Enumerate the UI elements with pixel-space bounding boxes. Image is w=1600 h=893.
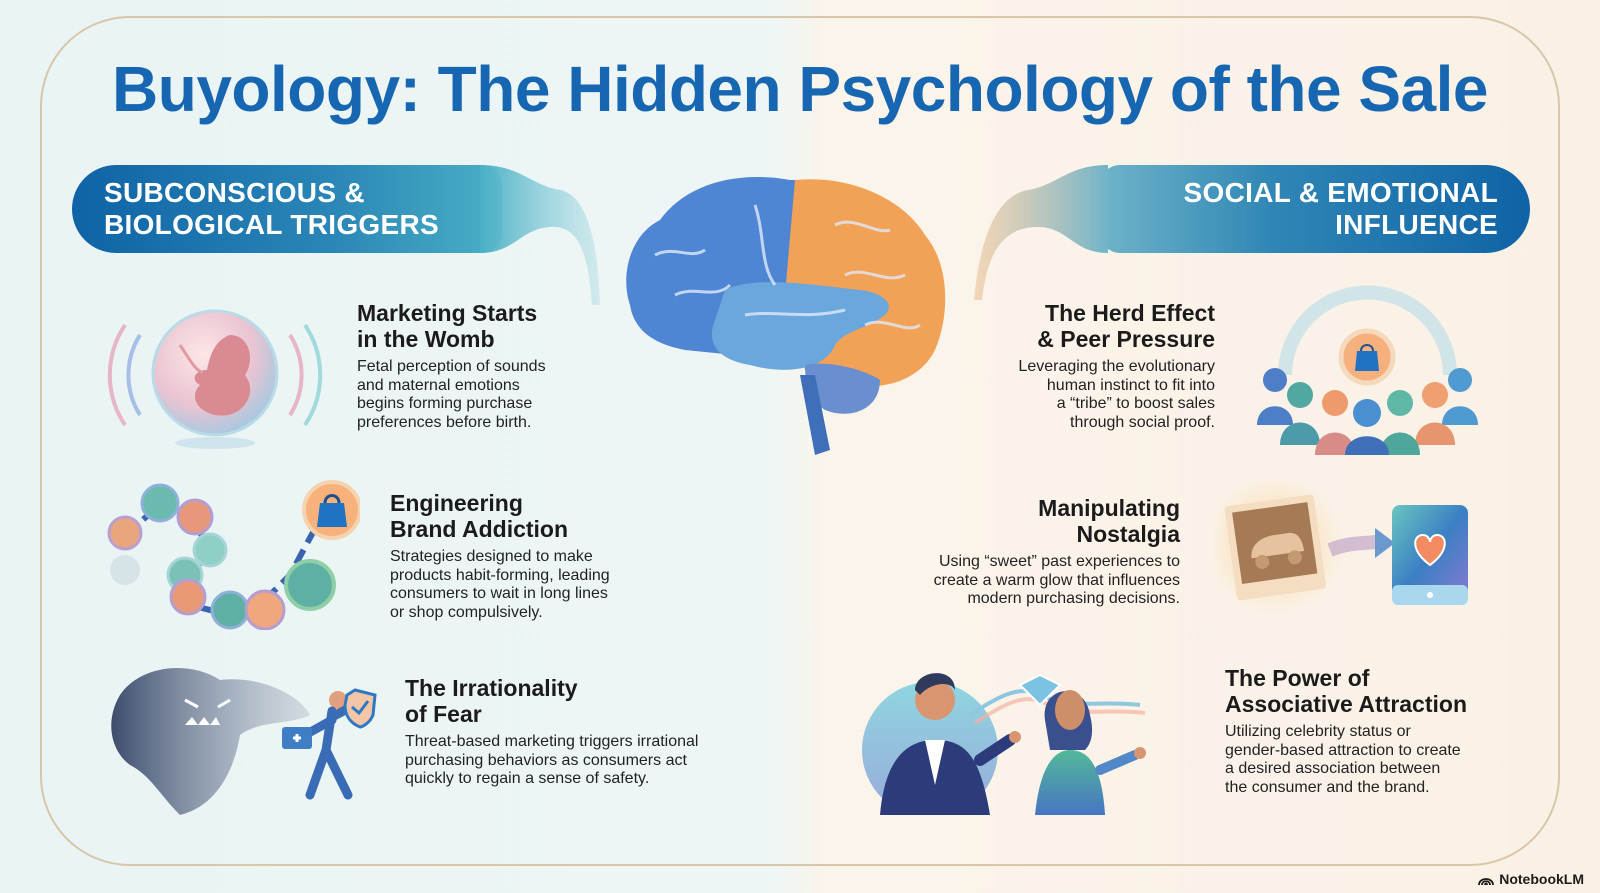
banner-left-tail: [480, 165, 600, 305]
banner-right-line1: SOCIAL & EMOTIONAL: [1183, 177, 1498, 208]
section-banner-left: SUBCONSCIOUS & BIOLOGICAL TRIGGERS: [72, 165, 502, 253]
item-body: Threat-based marketing triggers irration…: [405, 733, 699, 787]
notebooklm-brand: NotebookLM: [1478, 871, 1584, 887]
item-title: The Herd Effect& Peer Pressure: [1037, 300, 1215, 352]
banner-right-line2: INFLUENCE: [1335, 209, 1498, 240]
rounded-frame: [40, 16, 1560, 866]
page-title: Buyology: The Hidden Psychology of the S…: [112, 53, 1489, 125]
banner-left-line2: BIOLOGICAL TRIGGERS: [104, 209, 439, 240]
habit-chain-icon: [107, 480, 360, 630]
section-banner-right: SOCIAL & EMOTIONAL INFLUENCE: [1100, 165, 1530, 253]
crowd-icon: [1257, 285, 1478, 455]
nostalgia-photo-icon: [1215, 480, 1468, 615]
fear-ghost-icon: [111, 668, 377, 815]
attraction-couple-icon: [862, 673, 1146, 815]
notebooklm-logo-icon: [1478, 878, 1495, 885]
brand-label: NotebookLM: [1499, 871, 1584, 887]
brain-icon: [626, 176, 946, 455]
fetus-in-bubble-icon: [107, 309, 323, 449]
banner-right-tail: [974, 165, 1108, 300]
item-herd-effect: The Herd Effect& Peer Pressure Leveragin…: [975, 300, 1215, 432]
banner-left-line1: SUBCONSCIOUS &: [104, 177, 365, 208]
